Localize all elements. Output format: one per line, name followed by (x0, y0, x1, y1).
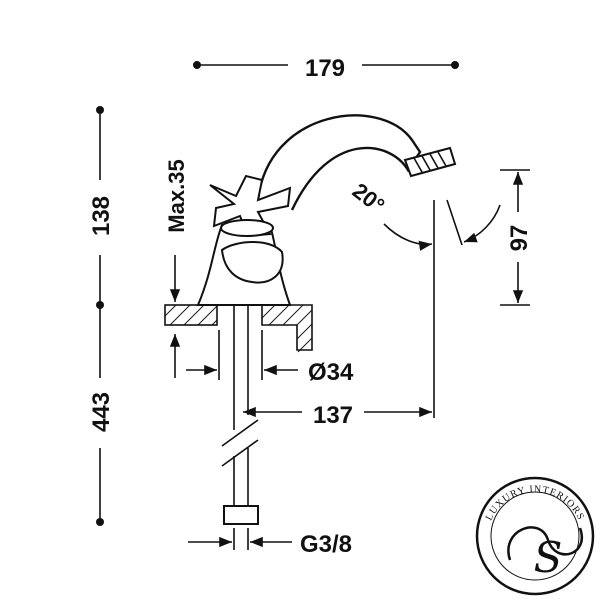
dimension-label-max35: Max.35 (164, 159, 189, 232)
dimension-label-179: 179 (305, 55, 345, 82)
luxury-interiors-logo: LUXURY INTERIORS S (475, 476, 595, 596)
dimension-label-97: 97 (506, 225, 533, 252)
dimension-spout-angle: 20° (348, 178, 501, 251)
dimension-spout-reach: 137 (243, 200, 435, 429)
dimension-label-diameter: Ø34 (308, 359, 354, 386)
dimension-label-138: 138 (88, 196, 115, 236)
supply-hose (221, 305, 259, 525)
dimension-max-counter: Max.35 (164, 159, 189, 378)
dimension-overall-width: 179 (193, 55, 459, 82)
dimension-label-137: 137 (313, 402, 353, 429)
dimension-label-angle: 20° (348, 178, 390, 218)
dimension-left-vertical: 138 443 (88, 106, 115, 526)
counter-top (164, 304, 313, 353)
dimension-label-443: 443 (88, 392, 115, 432)
faucet-body (196, 114, 457, 306)
logo-monogram: S (534, 533, 563, 582)
dimension-connection: G3/8 (188, 528, 352, 558)
dimension-label-g38: G3/8 (300, 531, 352, 558)
dimension-hole-diameter: Ø34 (186, 330, 354, 386)
dimension-outlet-height: 97 (500, 169, 533, 306)
